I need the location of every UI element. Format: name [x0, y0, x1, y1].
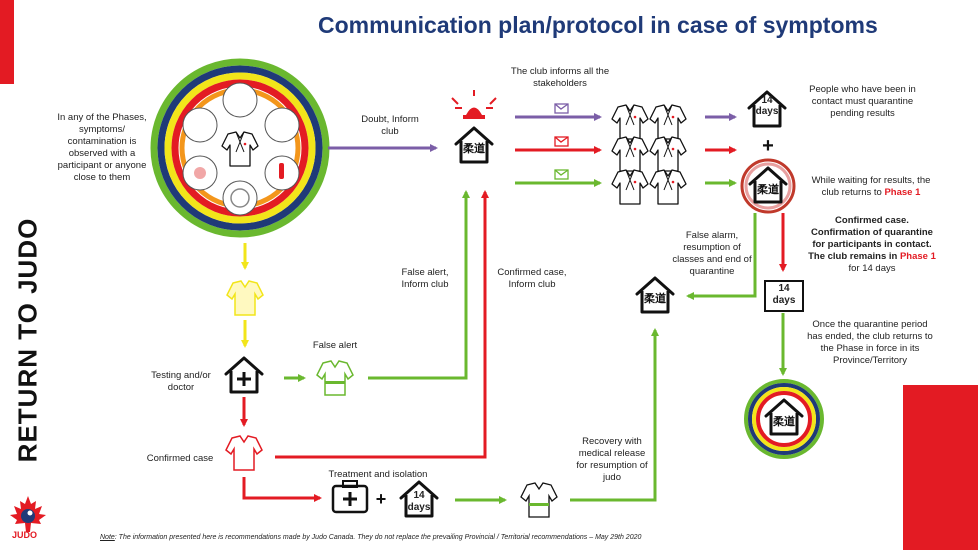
recovery-label: Recovery with medical release for resump…: [576, 436, 648, 483]
club-house-alarm: [451, 90, 497, 164]
phase1-label: Phase 1: [884, 187, 921, 198]
phase1-label-2: Phase 1: [899, 251, 936, 262]
for-14-days: for 14 days: [848, 263, 896, 274]
footnote: Note: The information presented here is …: [100, 534, 820, 541]
waiting-label: While waiting for results, the club retu…: [805, 175, 937, 199]
final-phase-circle: [744, 379, 824, 459]
house-glyph-2: 柔道: [756, 182, 779, 196]
symptoms-circle: [150, 58, 330, 238]
page-title: Communication plan/protocol in case of s…: [318, 12, 878, 38]
footnote-text: : The information presented here is reco…: [114, 534, 642, 541]
confirmation-quarantine: Confirmation of quarantine for participa…: [811, 227, 933, 250]
judogi-icon: [611, 104, 649, 140]
plus-sign-2: +: [376, 489, 387, 509]
red-judogi-icon: [225, 435, 263, 471]
club-remains-prefix: The club remains in: [808, 251, 898, 262]
confirmed-case-inform-label: Confirmed case, Inform club: [497, 267, 567, 290]
days-number-2: 14: [778, 283, 790, 294]
days-word-3: days: [407, 502, 431, 513]
phone-mail-icon: [554, 103, 569, 180]
days-number-3: 14: [413, 490, 425, 501]
yellow-judogi-icon: [226, 280, 264, 316]
false-alert-inform-label: False alert, Inform club: [401, 267, 449, 290]
false-alarm-label: False alarm, resumption of classes and e…: [672, 230, 752, 277]
house-glyph-4: 柔道: [643, 291, 666, 305]
club-informs-label: The club informs all the stakeholders: [510, 66, 610, 89]
footnote-label: Note: [100, 534, 115, 541]
confirmed-case-block: Confirmed case. Confirmation of quaranti…: [806, 215, 938, 275]
house-glyph-3: 柔道: [772, 414, 795, 428]
phases-note: In any of the Phases, symptoms/ contamin…: [57, 112, 147, 183]
testing-label: Testing and/or doctor: [151, 370, 211, 393]
judo-canada-logo: JUDO: [6, 494, 50, 540]
maple-leaf-icon: [10, 496, 46, 532]
waiting-prefix: While waiting for results, the club retu…: [811, 175, 931, 198]
quarantine-end-label: Once the quarantine period has ended, th…: [807, 319, 933, 366]
days-word-2: days: [772, 295, 796, 306]
first-aid-kit-icon: [331, 480, 369, 514]
false-alert-label: False alert: [312, 340, 358, 351]
recovered-judogi-icon: [520, 482, 558, 518]
treatment-label: Treatment and isolation: [328, 469, 428, 480]
green-judogi-icon: [316, 360, 354, 396]
logo-text: JUDO: [12, 530, 38, 540]
doubt-label: Doubt, Inform club: [361, 114, 419, 137]
contacts-quarantine-label: People who have been in contact must qua…: [809, 84, 916, 119]
confirmed-case-label: Confirmed case: [146, 453, 214, 464]
confirmed-case-title: Confirmed case.: [835, 215, 909, 226]
red-block-right: [903, 385, 978, 550]
house-glyph-1: 柔道: [462, 141, 485, 155]
fourteen-days-box: [764, 280, 804, 312]
days-number-1: 14: [761, 95, 773, 106]
red-stripe-top-left: [0, 0, 14, 84]
plus-sign: +: [762, 135, 774, 157]
days-word-1: days: [755, 106, 779, 117]
